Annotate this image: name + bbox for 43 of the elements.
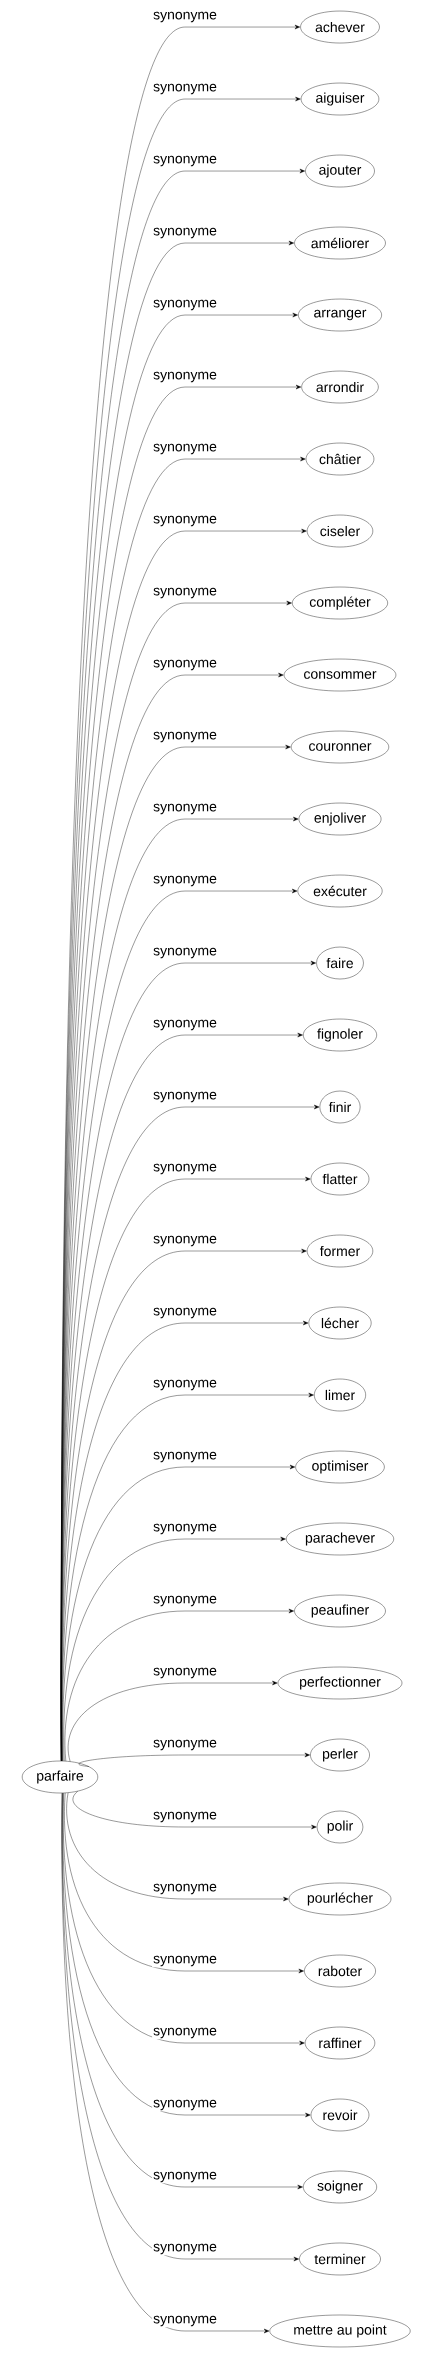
edge-label: synonyme xyxy=(152,1810,218,1824)
edge-label: synonyme xyxy=(152,442,218,456)
arrow xyxy=(66,1792,289,1902)
edge-label: synonyme xyxy=(152,1090,218,1104)
edge-label: synonyme xyxy=(152,1522,218,1536)
edge-label: synonyme xyxy=(152,1234,218,1248)
edge-label: synonyme xyxy=(152,1738,218,1752)
edge-label: synonyme xyxy=(152,802,218,816)
edge-label: synonyme xyxy=(152,370,218,384)
edge-label: synonyme xyxy=(152,2026,218,2040)
edge-label: synonyme xyxy=(152,1594,218,1608)
edge-label: synonyme xyxy=(152,730,218,744)
edge-label: synonyme xyxy=(152,2170,218,2184)
edge-label: synonyme xyxy=(152,82,218,96)
edge-label: synonyme xyxy=(152,514,218,528)
edge-label: synonyme xyxy=(152,298,218,312)
arrow xyxy=(63,1536,286,1762)
arrow xyxy=(78,1752,310,1767)
edge-label: synonyme xyxy=(152,2314,218,2328)
edge-label: synonyme xyxy=(152,1018,218,1032)
edge-label: synonyme xyxy=(152,586,218,600)
edge-label: synonyme xyxy=(152,1162,218,1176)
arrow xyxy=(64,1792,304,1974)
edge-label: synonyme xyxy=(152,2098,218,2112)
arrow xyxy=(72,1791,317,1830)
edge-label: synonyme xyxy=(152,1450,218,1464)
edge-label: synonyme xyxy=(152,658,218,672)
edge-label: synonyme xyxy=(152,874,218,888)
arrow xyxy=(61,1793,270,2334)
edge-label: synonyme xyxy=(152,1882,218,1896)
arrow xyxy=(68,1680,278,1762)
arrow xyxy=(62,1464,296,1762)
edge-label: synonyme xyxy=(152,10,218,24)
edge-label: synonyme xyxy=(152,1306,218,1320)
edge-label: synonyme xyxy=(152,1378,218,1392)
edge-label: synonyme xyxy=(152,1954,218,1968)
edge-label: synonyme xyxy=(152,1666,218,1680)
edge-label: synonyme xyxy=(152,226,218,240)
edge-label: synonyme xyxy=(152,154,218,168)
arrow xyxy=(62,1792,311,2118)
edge-label: synonyme xyxy=(152,2242,218,2256)
edge-label: synonyme xyxy=(152,946,218,960)
arrow xyxy=(64,1608,294,1762)
